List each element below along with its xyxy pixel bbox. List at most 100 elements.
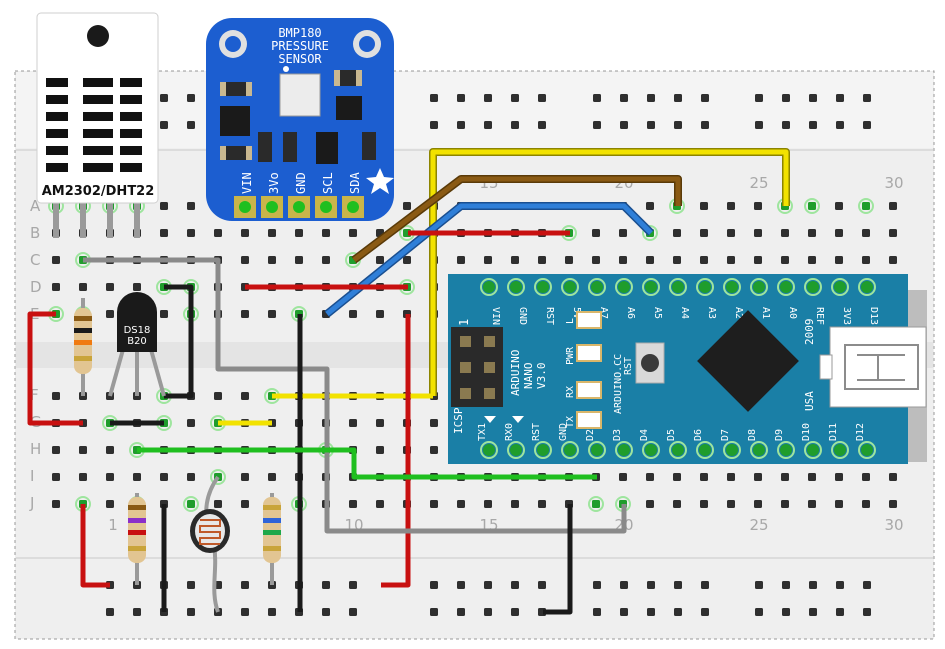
breadboard-hole[interactable] [646, 256, 654, 264]
breadboard-hole[interactable] [862, 229, 870, 237]
power-rail-hole[interactable] [620, 608, 628, 616]
nano-bottom-pin[interactable] [645, 444, 657, 456]
nano-bottom-pin[interactable] [699, 444, 711, 456]
power-rail-hole[interactable] [430, 581, 438, 589]
breadboard-hole[interactable] [349, 500, 357, 508]
nano-bottom-pin[interactable] [564, 444, 576, 456]
breadboard-hole[interactable] [781, 256, 789, 264]
breadboard-hole[interactable] [52, 256, 60, 264]
breadboard-hole[interactable] [592, 256, 600, 264]
power-rail-hole[interactable] [782, 121, 790, 129]
breadboard-hole[interactable] [727, 256, 735, 264]
breadboard-hole[interactable] [430, 500, 438, 508]
breadboard-hole[interactable] [673, 256, 681, 264]
nano-bottom-pin[interactable] [834, 444, 846, 456]
power-rail-hole[interactable] [593, 581, 601, 589]
breadboard-hole[interactable] [241, 473, 249, 481]
power-rail-hole[interactable] [809, 121, 817, 129]
power-rail-hole[interactable] [430, 121, 438, 129]
breadboard-hole[interactable] [673, 229, 681, 237]
breadboard-hole[interactable] [187, 229, 195, 237]
power-rail-hole[interactable] [511, 94, 519, 102]
nano-bottom-pin[interactable] [672, 444, 684, 456]
power-rail-hole[interactable] [187, 608, 195, 616]
breadboard-hole[interactable] [241, 229, 249, 237]
power-rail-hole[interactable] [133, 608, 141, 616]
breadboard-hole[interactable] [835, 473, 843, 481]
breadboard-hole[interactable] [376, 419, 384, 427]
breadboard-hole[interactable] [646, 202, 654, 210]
power-rail-hole[interactable] [187, 94, 195, 102]
power-rail-hole[interactable] [647, 608, 655, 616]
nano-top-pin[interactable] [645, 281, 657, 293]
nano-bottom-pin[interactable] [861, 444, 873, 456]
breadboard-hole[interactable] [268, 229, 276, 237]
breadboard-hole[interactable] [457, 500, 465, 508]
power-rail-hole[interactable] [836, 94, 844, 102]
power-rail-hole[interactable] [457, 121, 465, 129]
power-rail-hole[interactable] [538, 581, 546, 589]
breadboard-hole[interactable] [862, 500, 870, 508]
nano-top-pin[interactable] [672, 281, 684, 293]
power-rail-hole[interactable] [620, 121, 628, 129]
power-rail-hole[interactable] [809, 94, 817, 102]
breadboard-hole[interactable] [754, 500, 762, 508]
arduino-nano[interactable]: VINGNDRST5VA7A6A5A4A3A2A1A0REF3V3D13 TX1… [448, 274, 927, 464]
nano-bottom-pin[interactable] [537, 444, 549, 456]
power-rail-hole[interactable] [647, 94, 655, 102]
power-rail-hole[interactable] [484, 581, 492, 589]
breadboard-hole[interactable] [619, 473, 627, 481]
power-rail-hole[interactable] [647, 581, 655, 589]
nano-bottom-pin[interactable] [591, 444, 603, 456]
power-rail-hole[interactable] [593, 608, 601, 616]
nano-top-pin[interactable] [537, 281, 549, 293]
breadboard-hole[interactable] [160, 202, 168, 210]
breadboard-hole[interactable] [322, 229, 330, 237]
power-rail-hole[interactable] [620, 581, 628, 589]
power-rail-hole[interactable] [782, 94, 790, 102]
power-rail-hole[interactable] [755, 608, 763, 616]
breadboard-hole[interactable] [673, 473, 681, 481]
breadboard-hole[interactable] [727, 500, 735, 508]
breadboard-hole[interactable] [349, 229, 357, 237]
power-rail-hole[interactable] [701, 581, 709, 589]
breadboard-hole[interactable] [538, 500, 546, 508]
power-rail-hole[interactable] [674, 121, 682, 129]
power-rail-hole[interactable] [755, 581, 763, 589]
power-rail-hole[interactable] [511, 121, 519, 129]
breadboard-hole[interactable] [889, 229, 897, 237]
power-rail-hole[interactable] [782, 608, 790, 616]
breadboard-hole[interactable] [187, 419, 195, 427]
breadboard-hole[interactable] [781, 229, 789, 237]
breadboard-hole[interactable] [862, 256, 870, 264]
nano-top-pin[interactable] [780, 281, 792, 293]
nano-bottom-pin[interactable] [510, 444, 522, 456]
breadboard-hole[interactable] [133, 283, 141, 291]
breadboard-hole[interactable] [538, 256, 546, 264]
breadboard-hole[interactable] [808, 229, 816, 237]
breadboard-hole[interactable] [619, 229, 627, 237]
power-rail-hole[interactable] [863, 121, 871, 129]
breadboard-hole[interactable] [700, 500, 708, 508]
breadboard-hole[interactable] [376, 446, 384, 454]
power-rail-hole[interactable] [268, 608, 276, 616]
breadboard-hole[interactable] [187, 202, 195, 210]
breadboard-hole[interactable] [835, 229, 843, 237]
breadboard-hole[interactable] [511, 500, 519, 508]
power-rail-hole[interactable] [430, 608, 438, 616]
power-rail-hole[interactable] [484, 94, 492, 102]
power-rail-hole[interactable] [674, 94, 682, 102]
breadboard-hole[interactable] [403, 202, 411, 210]
breadboard-hole[interactable] [754, 473, 762, 481]
breadboard-hole[interactable] [727, 202, 735, 210]
breadboard-hole[interactable] [484, 256, 492, 264]
breadboard-hole[interactable] [808, 473, 816, 481]
breadboard-hole[interactable] [268, 310, 276, 318]
power-rail-hole[interactable] [782, 581, 790, 589]
nano-bottom-pin[interactable] [807, 444, 819, 456]
breadboard-hole[interactable] [430, 446, 438, 454]
breadboard-hole[interactable] [862, 473, 870, 481]
breadboard-hole[interactable] [106, 283, 114, 291]
breadboard-hole[interactable] [322, 256, 330, 264]
nano-top-pin[interactable] [753, 281, 765, 293]
